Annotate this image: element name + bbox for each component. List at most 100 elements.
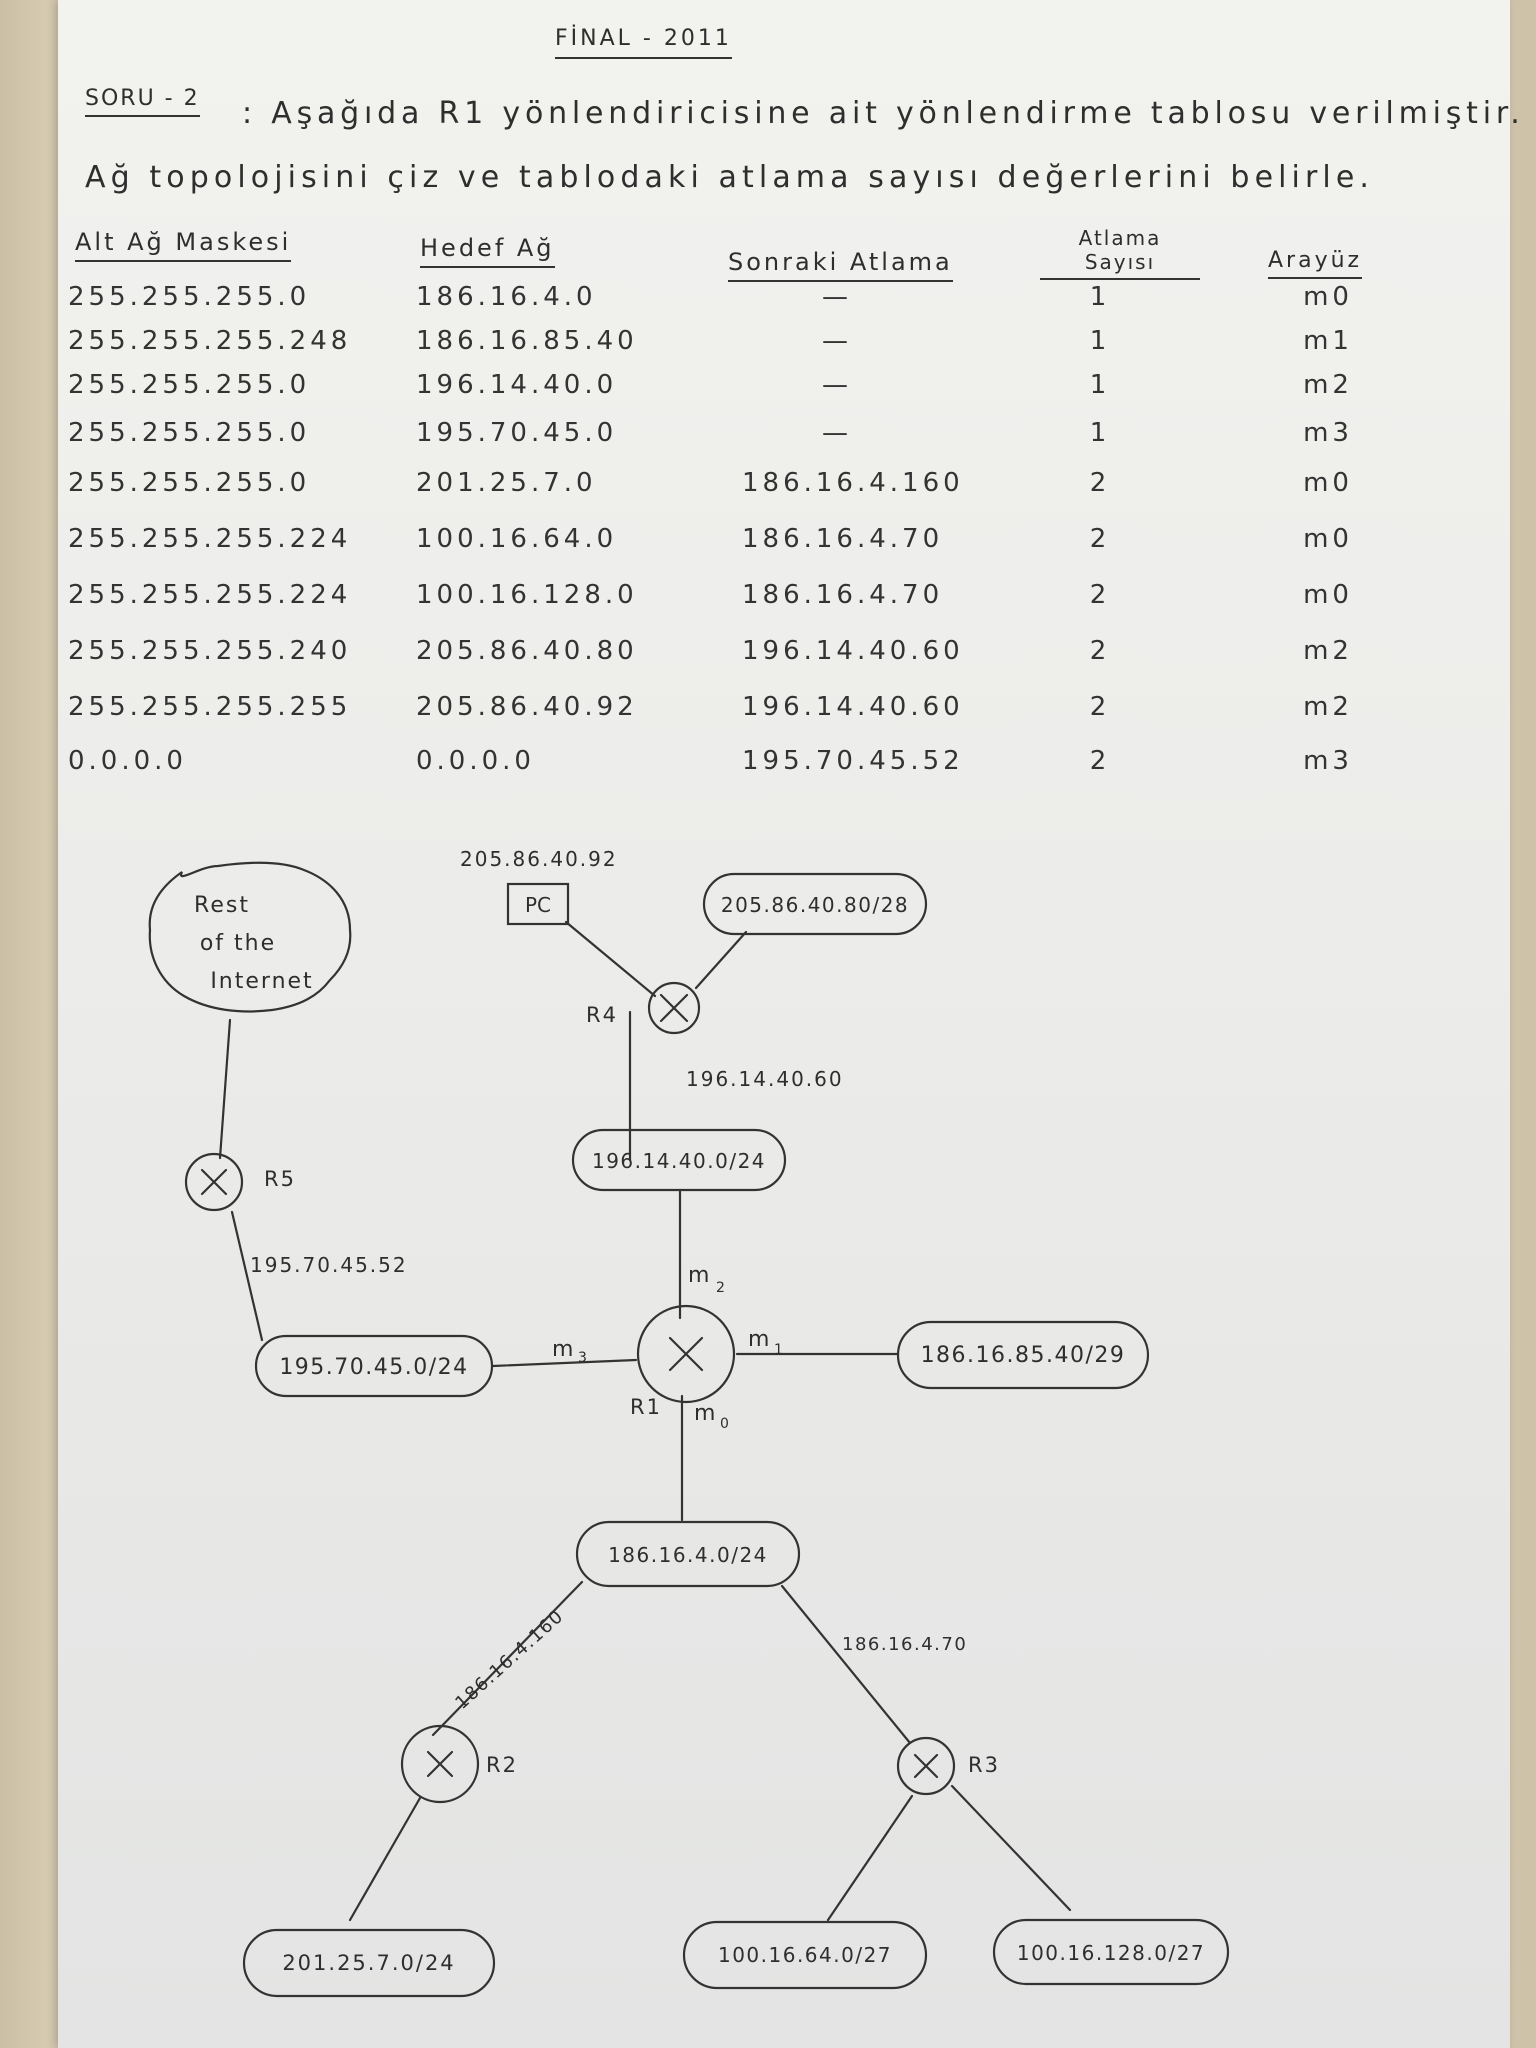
interface-m2-label: m 2 (688, 1263, 725, 1296)
network-100-64-label: 100.16.64.0/27 (718, 1943, 892, 1967)
link-r5-net195 (230, 1210, 264, 1342)
table-cell-iface: m0 (1303, 580, 1353, 610)
table-cell-mask: 255.255.255.0 (68, 468, 311, 498)
table-cell-next: 196.14.40.60 (742, 692, 964, 722)
table-cell-next: — (822, 282, 852, 312)
svg-text:0: 0 (720, 1416, 729, 1432)
table-cell-hops: 2 (1089, 524, 1111, 554)
router-r2-label: R2 (486, 1753, 518, 1777)
table-cell-iface: m0 (1303, 282, 1353, 312)
link-cloud-r5 (218, 1018, 232, 1160)
router-r2 (400, 1724, 480, 1804)
table-cell-iface: m2 (1303, 636, 1353, 666)
interface-m1-label: m 1 (748, 1327, 783, 1358)
table-cell-mask: 255.255.255.224 (68, 524, 352, 554)
table-cell-mask: 255.255.255.0 (68, 370, 311, 400)
interface-m0-label: m 0 (694, 1401, 729, 1432)
network-196-label: 196.14.40.0/24 (592, 1149, 766, 1173)
header-next-hop: Sonraki Atlama (728, 248, 953, 282)
table-cell-hops: 1 (1089, 326, 1111, 356)
router-r1 (636, 1304, 736, 1404)
pc-ip-label: 205.86.40.92 (460, 847, 618, 871)
table-cell-dest: 100.16.128.0 (416, 580, 638, 610)
router-r4 (647, 981, 701, 1035)
header-destination: Hedef Ağ (420, 234, 555, 268)
table-cell-iface: m1 (1303, 326, 1353, 356)
header-interface: Arayüz (1268, 248, 1363, 279)
network-100-64-oval (682, 1920, 928, 1990)
question-label: SORU - 2 (85, 86, 200, 117)
header-subnet-mask: Alt Ağ Maskesi (75, 228, 292, 262)
router-r3-label: R3 (968, 1753, 1000, 1777)
network-201-oval (242, 1928, 496, 1998)
table-cell-mask: 255.255.255.0 (68, 418, 311, 448)
table-cell-dest: 100.16.64.0 (416, 524, 618, 554)
table-cell-next: — (822, 418, 852, 448)
table-cell-hops: 1 (1089, 282, 1111, 312)
svg-text:m: m (748, 1327, 769, 1352)
router-r1-label: R1 (630, 1395, 662, 1419)
network-186-85-label: 186.16.85.40/29 (921, 1343, 1126, 1368)
link-pc-r4 (564, 920, 657, 998)
svg-text:2: 2 (716, 1280, 725, 1296)
pc-label: PC (525, 893, 551, 917)
pc-box (506, 882, 570, 926)
network-205-oval (702, 872, 928, 936)
link-r2-net201 (348, 1796, 422, 1922)
table-cell-dest: 201.25.7.0 (416, 468, 597, 498)
table-cell-dest: 196.14.40.0 (416, 370, 618, 400)
table-cell-iface: m2 (1303, 370, 1353, 400)
table-cell-hops: 1 (1089, 370, 1111, 400)
network-205-label: 205.86.40.80/28 (721, 893, 909, 917)
table-cell-next: — (822, 370, 852, 400)
table-cell-next: 186.16.4.160 (742, 468, 964, 498)
router-r4-label: R4 (586, 1003, 618, 1027)
network-201-label: 201.25.7.0/24 (282, 1951, 455, 1975)
r3-interface-ip: 186.16.4.70 (842, 1634, 967, 1655)
router-r5 (184, 1152, 244, 1212)
table-cell-iface: m0 (1303, 468, 1353, 498)
table-cell-dest: 186.16.4.0 (416, 282, 597, 312)
header-hop-count: Atlama Sayısı (1040, 226, 1200, 280)
table-cell-mask: 0.0.0.0 (68, 746, 187, 776)
table-cell-mask: 255.255.255.224 (68, 580, 352, 610)
link-net186-4-r2 (431, 1580, 584, 1737)
svg-text:3: 3 (578, 1350, 587, 1366)
table-cell-next: 195.70.45.52 (742, 746, 964, 776)
link-net186-4-r3 (780, 1584, 912, 1745)
table-cell-dest: 195.70.45.0 (416, 418, 618, 448)
table-cell-hops: 2 (1089, 468, 1111, 498)
table-cell-mask: 255.255.255.240 (68, 636, 352, 666)
table-cell-next: — (822, 326, 852, 356)
table-cell-next: 186.16.4.70 (742, 580, 944, 610)
internet-cloud (148, 861, 352, 1013)
network-100-128-oval (992, 1918, 1230, 1986)
table-cell-hops: 2 (1089, 636, 1111, 666)
network-196-oval (571, 1128, 787, 1192)
r5-interface-ip: 195.70.45.52 (250, 1253, 408, 1277)
table-cell-next: 196.14.40.60 (742, 636, 964, 666)
table-cell-iface: m3 (1303, 418, 1353, 448)
table-cell-hops: 2 (1089, 746, 1111, 776)
table-cell-hops: 1 (1089, 418, 1111, 448)
table-cell-mask: 255.255.255.0 (68, 282, 311, 312)
link-net205-r4 (694, 930, 748, 990)
paper-sheet (58, 0, 1510, 2048)
router-r5-label: R5 (264, 1167, 296, 1191)
cloud-label-line2: of the (200, 931, 276, 956)
question-text-line-2: Ağ topolojisini çiz ve tablodaki atlama … (85, 160, 1375, 195)
table-cell-dest: 205.86.40.92 (416, 692, 638, 722)
table-cell-dest: 205.86.40.80 (416, 636, 638, 666)
network-186-4-oval (575, 1520, 801, 1588)
table-cell-dest: 186.16.85.40 (416, 326, 638, 356)
router-r3 (896, 1736, 956, 1796)
network-186-4-label: 186.16.4.0/24 (608, 1543, 768, 1567)
table-cell-iface: m0 (1303, 524, 1353, 554)
link-r3-net100-128 (950, 1784, 1072, 1912)
table-cell-mask: 255.255.255.255 (68, 692, 352, 722)
link-r4-wait (208, 1002, 222, 1158)
network-195-oval (254, 1334, 494, 1398)
table-cell-mask: 255.255.255.248 (68, 326, 352, 356)
header-hop-count-line2: Sayısı (1084, 250, 1156, 274)
